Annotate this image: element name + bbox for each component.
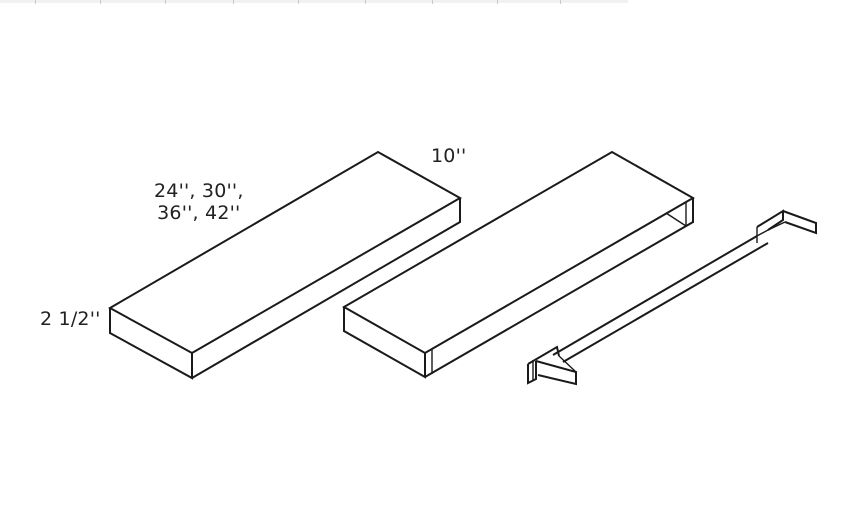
mounting-bracket — [527, 209, 817, 386]
length-line-1: 24'', 30'', — [154, 180, 244, 202]
ruler-tick — [233, 0, 234, 4]
ruler-tick — [100, 0, 101, 4]
height-dimension-label: 2 1/2'' — [40, 308, 101, 330]
ruler-tick — [365, 0, 366, 4]
depth-dimension-label: 10'' — [431, 145, 467, 167]
ruler-tick — [298, 0, 299, 4]
length-line-2: 36'', 42'' — [157, 202, 241, 224]
ruler-tick — [497, 0, 498, 4]
ruler-tick — [35, 0, 36, 4]
ruler-tick — [432, 0, 433, 4]
shelf-assembled — [107, 150, 463, 380]
ruler-tick — [560, 0, 561, 4]
length-dimension-label: 24'', 30'', 36'', 42'' — [154, 180, 244, 224]
ruler-tick — [165, 0, 166, 4]
top-ruler-strip — [0, 0, 628, 3]
shelf-sleeve — [341, 150, 696, 379]
